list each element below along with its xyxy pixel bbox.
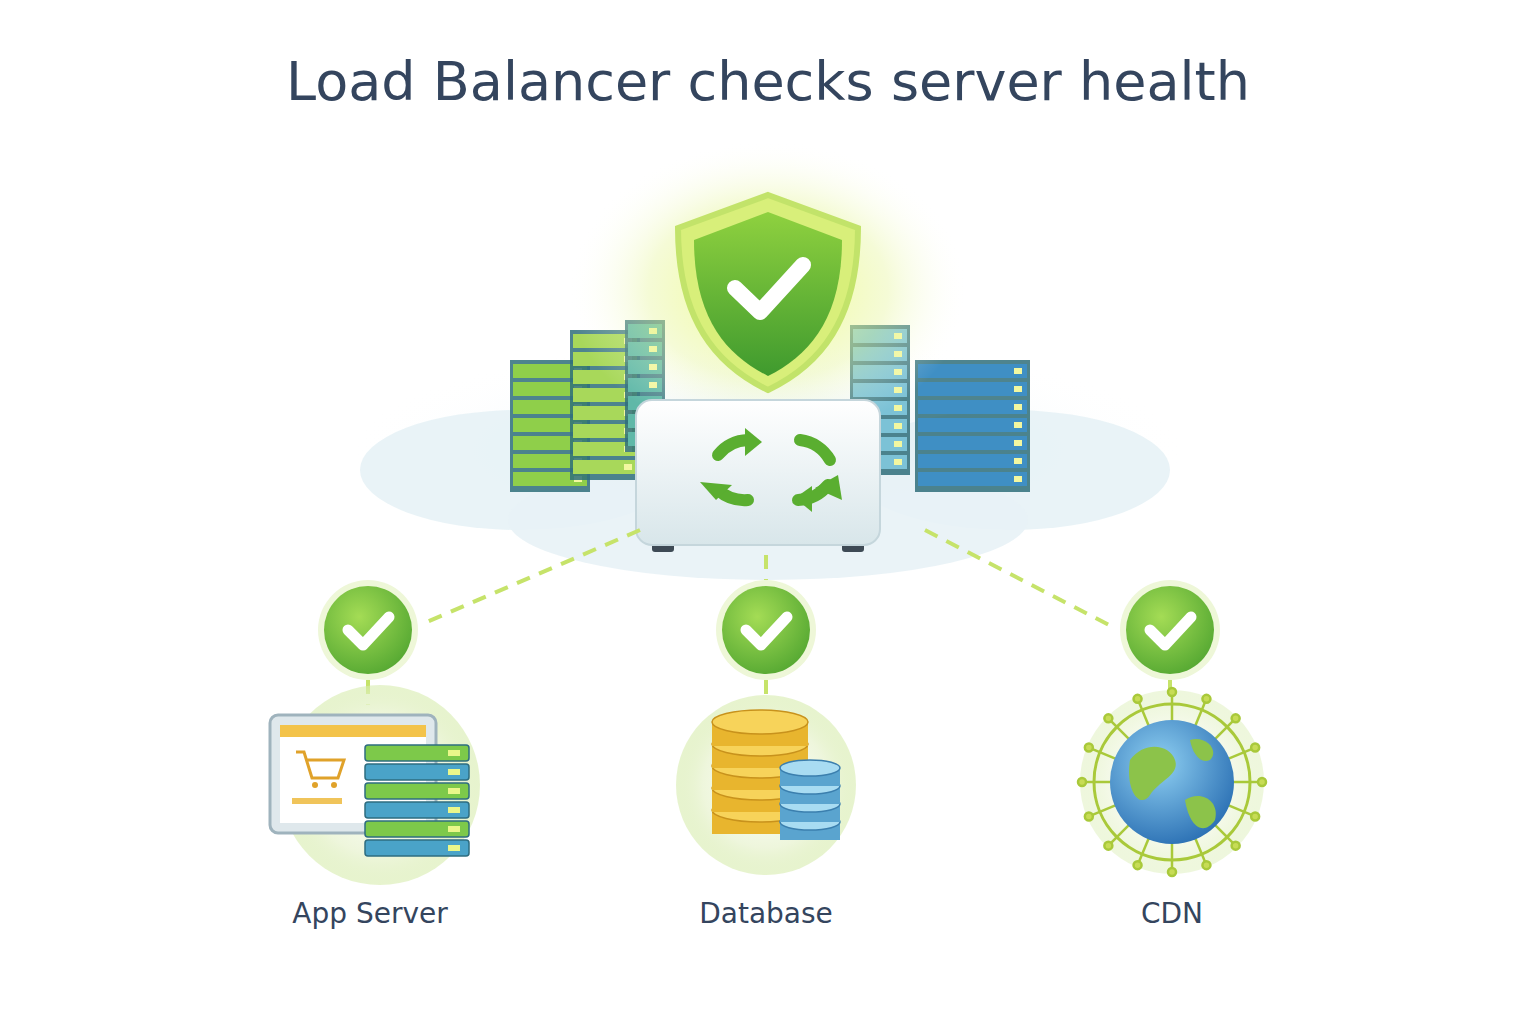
- glow: [568, 140, 968, 440]
- database-icon: [676, 695, 856, 875]
- node-label: Database: [626, 897, 906, 930]
- node-label: App Server: [230, 897, 510, 930]
- diagram-title: Load Balancer checks server health: [0, 50, 1536, 113]
- check-badge: [318, 580, 1220, 680]
- service-node: App Server: [230, 680, 510, 930]
- node-label: CDN: [1032, 897, 1312, 930]
- app-server-icon: [270, 685, 480, 885]
- cdn-globe-icon: [1078, 688, 1266, 876]
- shield-icon: [678, 195, 858, 390]
- health-check-line: [368, 530, 1170, 705]
- service-node: Database: [626, 680, 906, 930]
- service-node: CDN: [1032, 680, 1312, 930]
- load-balancer: [636, 400, 880, 552]
